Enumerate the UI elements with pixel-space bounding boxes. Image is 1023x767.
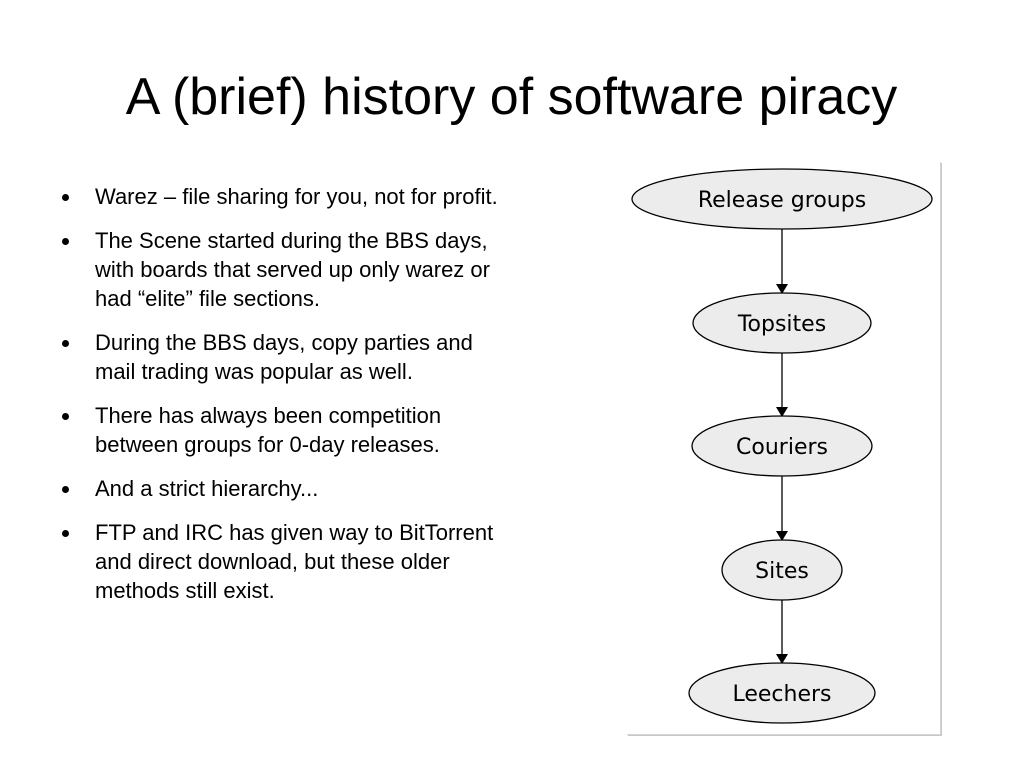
- node-label: Topsites: [737, 312, 826, 337]
- bullet-item: There has always been competition betwee…: [62, 401, 507, 459]
- node-ellipse: [688, 662, 876, 724]
- bullet-list: Warez – file sharing for you, not for pr…: [62, 182, 507, 620]
- bullet-item: And a strict hierarchy...: [62, 474, 507, 503]
- node-ellipse: [692, 292, 872, 354]
- hierarchy-diagram-canvas: Release groupsTopsitesCouriersSitesLeech…: [631, 168, 933, 724]
- node-topsites: Topsites: [692, 292, 872, 354]
- node-label: Release groups: [698, 188, 866, 213]
- node-ellipse: [691, 415, 873, 477]
- bullet-item: FTP and IRC has given way to BitTorrent …: [62, 518, 507, 605]
- node-couriers: Couriers: [691, 415, 873, 477]
- node-label: Couriers: [736, 435, 828, 460]
- bullet-dot-icon: [62, 530, 69, 537]
- bullet-item: Warez – file sharing for you, not for pr…: [62, 182, 507, 211]
- node-sites: Sites: [721, 539, 843, 601]
- bullet-text: There has always been competition betwee…: [95, 403, 442, 457]
- node-ellipse: [631, 168, 933, 230]
- bullet-text: And a strict hierarchy...: [95, 476, 319, 501]
- bullet-text: The Scene started during the BBS days, w…: [95, 228, 490, 311]
- bullet-text: During the BBS days, copy parties and ma…: [95, 330, 473, 384]
- bullet-dot-icon: [62, 340, 69, 347]
- bullet-dot-icon: [62, 413, 69, 420]
- node-label: Leechers: [732, 682, 831, 707]
- bullet-item: The Scene started during the BBS days, w…: [62, 226, 507, 313]
- bullet-text: Warez – file sharing for you, not for pr…: [95, 184, 498, 209]
- node-ellipse: [721, 539, 843, 601]
- bullet-dot-icon: [62, 486, 69, 493]
- node-leechers: Leechers: [688, 662, 876, 724]
- node-label: Sites: [755, 559, 809, 584]
- bullet-dot-icon: [62, 238, 69, 245]
- bullet-dot-icon: [62, 194, 69, 201]
- node-release-groups: Release groups: [631, 168, 933, 230]
- slide-title: A (brief) history of software piracy: [125, 68, 898, 126]
- bullet-item: During the BBS days, copy parties and ma…: [62, 328, 507, 386]
- bullet-text: FTP and IRC has given way to BitTorrent …: [95, 520, 494, 603]
